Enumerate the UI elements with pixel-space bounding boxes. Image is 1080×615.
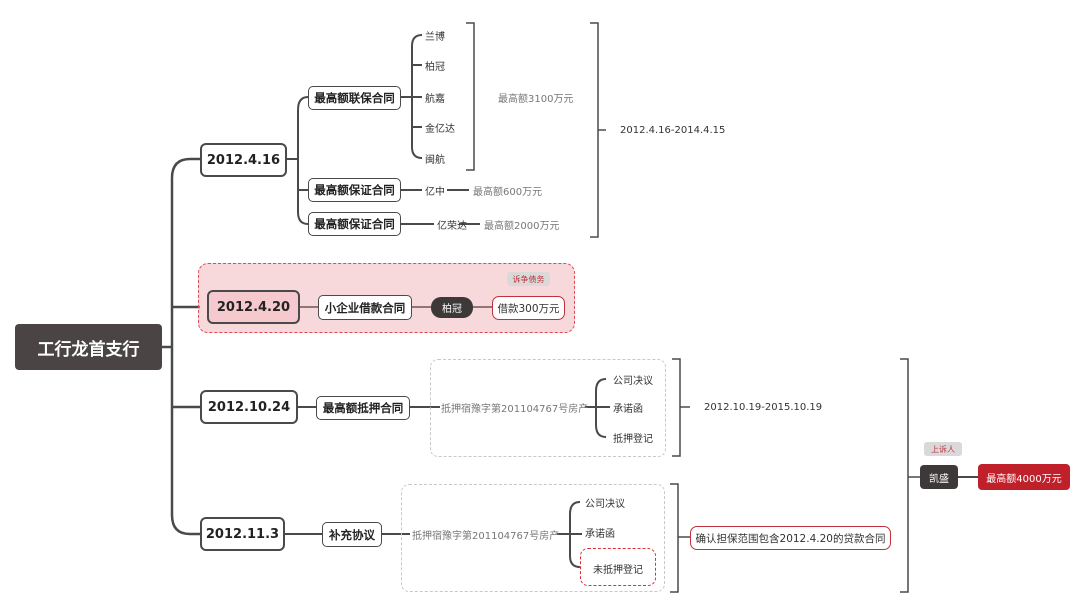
limit-3100: 最高额3100万元 [498,93,574,105]
mortgage-property: 抵押宿豫字第201104767号房产 [412,530,560,542]
contract-max-mortgage[interactable]: 最高额抵押合同 [316,396,410,420]
appellant-tag: 上诉人 [924,442,962,456]
period-2012-2014: 2012.4.16-2014.4.15 [620,124,726,136]
company-item[interactable]: 兰博 [425,31,445,43]
contract-guarantee-yizhong[interactable]: 最高额保证合同 [308,178,401,202]
guarantor-yizhong[interactable]: 亿中 [425,186,445,198]
doc-item[interactable]: 承诺函 [613,403,643,415]
date-node-2012-4-16[interactable]: 2012.4.16 [200,143,287,177]
date-node-2012-10-24[interactable]: 2012.10.24 [200,390,298,424]
date-node-2012-11-3[interactable]: 2012.11.3 [200,517,285,551]
appellant-kaisheng[interactable]: 凯盛 [920,465,958,489]
limit-4000[interactable]: 最高额4000万元 [978,464,1070,490]
contract-small-business-loan[interactable]: 小企业借款合同 [318,295,412,320]
doc-item[interactable]: 抵押登记 [613,433,653,445]
unregistered-mortgage-box [580,548,656,586]
disputed-debt-tag: 诉争债务 [507,272,550,286]
mortgage-property: 抵押宿豫字第201104767号房产 [441,403,589,415]
limit-2000: 最高额2000万元 [484,220,560,232]
contract-joint-guarantee[interactable]: 最高额联保合同 [308,86,401,110]
doc-item[interactable]: 公司决议 [585,498,625,510]
collateral-region-2012-11-3 [401,484,665,592]
limit-600: 最高额600万元 [473,186,543,198]
scope-confirmation-note[interactable]: 确认担保范围包含2012.4.20的贷款合同 [690,526,891,550]
collateral-region-2012-10-24 [430,359,666,457]
doc-item-unregistered[interactable]: 未抵押登记 [593,564,643,576]
doc-item[interactable]: 公司决议 [613,375,653,387]
contract-guarantee-yirongda[interactable]: 最高额保证合同 [308,212,401,236]
company-item[interactable]: 金亿达 [425,123,455,135]
loan-300[interactable]: 借款300万元 [492,296,565,320]
root-node[interactable]: 工行龙首支行 [15,324,162,370]
borrower-baiguan[interactable]: 柏冠 [431,297,473,318]
doc-item[interactable]: 承诺函 [585,528,615,540]
guarantor-yirongda[interactable]: 亿荣达 [437,220,467,232]
company-item[interactable]: 柏冠 [425,61,445,73]
supplementary-agreement[interactable]: 补充协议 [322,522,382,547]
company-item[interactable]: 闽航 [425,154,445,166]
period-2012-2015: 2012.10.19-2015.10.19 [704,401,823,413]
company-item[interactable]: 航嘉 [425,93,445,105]
date-node-2012-4-20[interactable]: 2012.4.20 [207,290,300,324]
